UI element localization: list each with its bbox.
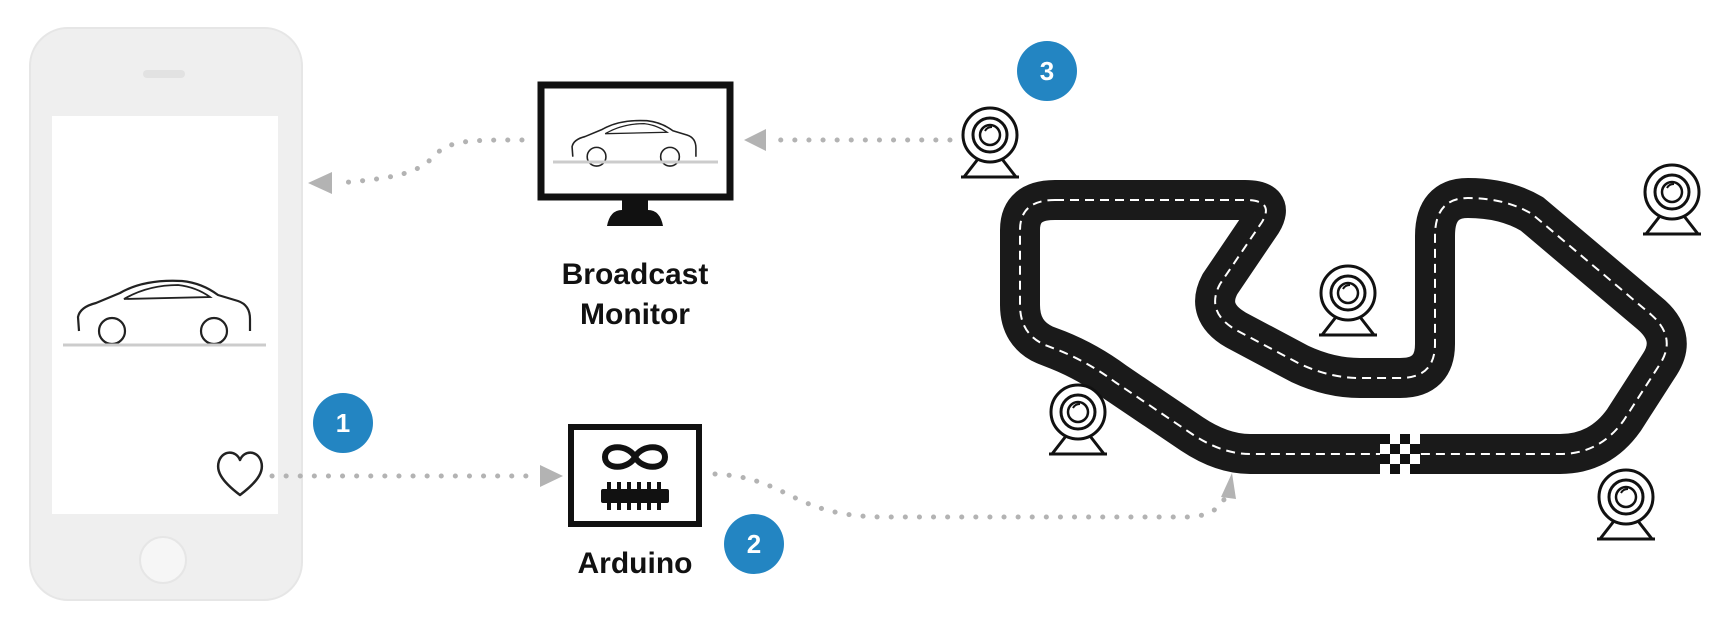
race-track (1000, 178, 1687, 474)
webcam-icon (959, 106, 1021, 179)
webcam-icon (1047, 383, 1109, 456)
broadcast-monitor-label-line1: Broadcast (562, 258, 709, 291)
monitor-icon (537, 81, 734, 226)
connector-arduino-to-track (712, 471, 1236, 520)
svg-text:1: 1 (336, 408, 350, 438)
svg-text:2: 2 (747, 529, 761, 559)
connector-camera-to-monitor (744, 129, 953, 151)
smartphone-icon (29, 27, 303, 601)
svg-text:3: 3 (1040, 56, 1054, 86)
webcam-icon (1317, 264, 1379, 337)
arduino-label: Arduino (578, 547, 693, 580)
step-badge-1: 1 (313, 393, 373, 453)
arduino-icon (568, 424, 702, 527)
step-badge-2: 2 (724, 514, 784, 574)
connector-phone-to-arduino (269, 465, 563, 487)
connector-monitor-to-phone (308, 137, 525, 194)
step-badge-3: 3 (1017, 41, 1077, 101)
heart-icon[interactable] (216, 451, 264, 497)
finish-line (1380, 434, 1420, 474)
webcam-icon (1641, 163, 1703, 236)
broadcast-monitor-label-line2: Monitor (580, 298, 690, 331)
webcam-icon (1595, 468, 1657, 541)
